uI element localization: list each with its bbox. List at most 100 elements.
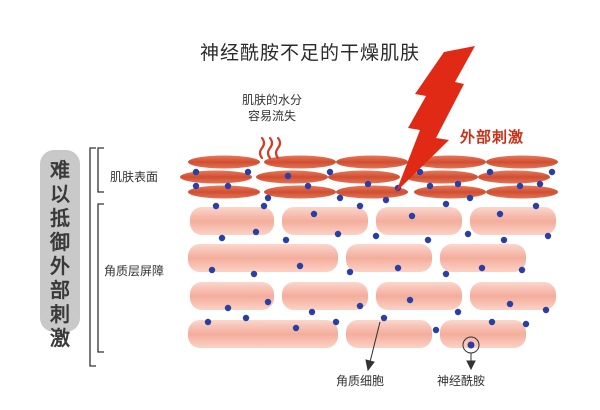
barrier-cell: [376, 207, 462, 235]
ceramide-dot: [442, 200, 450, 208]
barrier-cell: [440, 320, 526, 348]
barrier-cell: [282, 207, 368, 235]
barrier-cell: [252, 320, 338, 348]
ceramide-dot: [244, 168, 252, 176]
ceramide-dot: [264, 194, 272, 202]
surface-cell: [486, 155, 558, 169]
ceramide-dot: [224, 182, 232, 190]
ceramide-dot: [310, 210, 318, 218]
ceramide-dot: [364, 180, 372, 188]
wave-right: [274, 136, 282, 160]
ceramide-dot: [464, 230, 472, 238]
barrier-cell: [190, 282, 274, 310]
cell-callout-arrowhead: [365, 359, 375, 372]
ceramide-dot: [336, 194, 344, 202]
external-stimulus-arrow: [396, 46, 475, 192]
barrier-cell: [282, 282, 368, 310]
surface-cell: [256, 170, 328, 184]
ceramide-dot: [282, 236, 290, 244]
barrier-cell: [188, 320, 272, 348]
ceramide-dot: [466, 194, 474, 202]
ceramide-dot: [304, 182, 312, 190]
bracket-main: [89, 147, 96, 367]
barrier-layer-label: 角质层屏障: [104, 264, 165, 278]
ceramide-dot: [544, 232, 552, 240]
barrier-cells: [188, 207, 556, 348]
ceramide-dot: [432, 326, 440, 334]
ceramide-dot: [192, 182, 200, 190]
ceramide-dot: [296, 262, 304, 270]
bracket-barrier: [97, 203, 104, 353]
surface-cell: [414, 155, 486, 169]
ceramide-dot: [192, 168, 200, 176]
ceramide-dot: [332, 318, 340, 326]
surface-layer-label: 肌肤表面: [110, 170, 159, 184]
surface-cell: [406, 170, 478, 184]
ceramide-dot: [326, 168, 334, 176]
barrier-cell: [346, 244, 432, 272]
surface-cell: [264, 185, 336, 199]
ceramide-dot: [488, 318, 496, 326]
cell-callout-label: 角质细胞: [336, 374, 385, 388]
ceramide-dot: [486, 168, 494, 176]
ceramide-dot: [516, 182, 524, 190]
surface-cell: [414, 185, 486, 199]
ceramide-dot: [454, 180, 462, 188]
side-panel: 难 以 抵 御 外 部 刺 激: [40, 150, 80, 350]
barrier-cell: [440, 244, 526, 272]
ceramide-dot: [372, 232, 380, 240]
ceramide-dot: [532, 202, 540, 210]
ceramide-callout-label: 神经酰胺: [437, 374, 486, 388]
ceramide-dot: [522, 320, 530, 328]
ceramide-dot: [416, 168, 424, 176]
ceramide-dot: [218, 234, 226, 242]
ceramide-dot: [334, 230, 342, 238]
ceramide-callout-arrowhead: [466, 360, 476, 371]
callout-lines: [365, 321, 480, 372]
ceramide-dot: [478, 264, 486, 272]
ceramide-dot: [542, 306, 550, 314]
ceramide-dot: [346, 268, 354, 276]
ceramide-dot: [426, 182, 434, 190]
ceramide-dot: [496, 210, 504, 218]
surface-cell: [336, 185, 408, 199]
surface-cell: [336, 155, 408, 169]
ceramide-dot: [442, 270, 450, 278]
ceramide-dot: [406, 296, 414, 304]
surface-cell: [188, 185, 260, 199]
wave-mid: [266, 136, 274, 160]
ceramide-dot: [408, 212, 416, 220]
cell-callout-line: [369, 321, 381, 363]
ceramide-dot: [212, 202, 220, 210]
external-stimulus-label: 外部刺激: [460, 128, 525, 146]
surface-cell: [180, 170, 252, 184]
ceramide-dot: [424, 236, 432, 244]
ceramide-dot: [204, 318, 212, 326]
ceramide-dot: [224, 304, 232, 312]
ceramide-dot: [356, 202, 364, 210]
barrier-cell: [470, 207, 556, 235]
ceramide-dot: [308, 308, 316, 316]
ceramide-dot: [500, 236, 508, 244]
surface-cell: [486, 185, 558, 199]
ceramide-dots: [192, 168, 556, 334]
barrier-cell: [252, 244, 338, 272]
barrier-cell: [470, 282, 556, 310]
surface-cells: [180, 155, 558, 199]
ceramide-dot: [260, 202, 268, 210]
wave-left: [258, 136, 266, 160]
barrier-cell: [188, 244, 272, 272]
barrier-cell: [376, 282, 462, 310]
ceramide-dot: [380, 314, 388, 322]
ceramide-dot: [252, 228, 260, 236]
ceramide-dot: [284, 172, 292, 180]
water-loss-note: 肌肤的水分 容易流失: [241, 93, 302, 123]
ceramide-dot: [250, 270, 258, 278]
ceramide-dot: [356, 302, 364, 310]
diagram-title: 神经酰胺不足的干燥肌肤: [199, 42, 420, 64]
ceramide-dot: [536, 180, 544, 188]
ceramide-dot: [292, 324, 300, 332]
ceramide-dot: [242, 314, 250, 322]
